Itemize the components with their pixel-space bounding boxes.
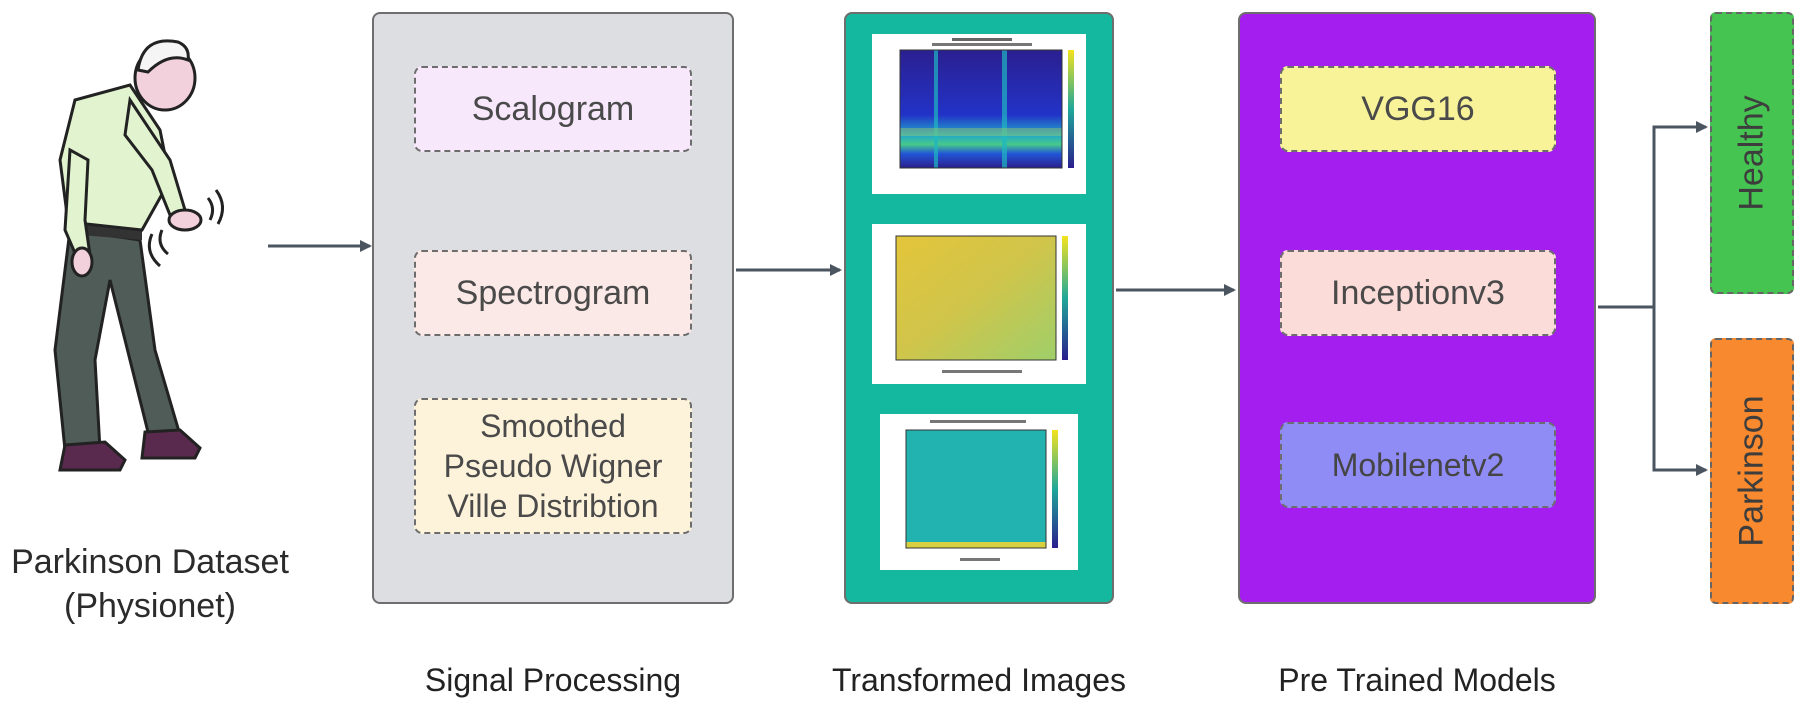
signal-processing-label: Signal Processing [424, 662, 682, 698]
dataset-label: Parkinson Dataset (Physionet) [0, 540, 300, 628]
transformed-images-label: Transformed Images [831, 662, 1127, 698]
dataset-label-line1: Parkinson Dataset [11, 543, 289, 581]
spectrogram-image [872, 224, 1086, 384]
spwvd-line2: Pseudo Wigner [443, 448, 663, 484]
scalogram-image [872, 34, 1086, 194]
pretrained-models-label: Pre Trained Models [1278, 662, 1556, 698]
scalogram-box: Scalogram [414, 66, 692, 152]
parkinson-output-box: Parkinson [1710, 338, 1794, 604]
dataset-label-line2: (Physionet) [64, 587, 236, 625]
inceptionv3-box: Inceptionv3 [1280, 250, 1556, 336]
vgg16-box: VGG16 [1280, 66, 1556, 152]
spectrogram-box: Spectrogram [414, 250, 692, 336]
arrow-models-to-outputs [1598, 121, 1708, 309]
healthy-output-box: Healthy [1710, 12, 1794, 294]
mobilenetv2-box: Mobilenetv2 [1280, 422, 1556, 508]
spwvd-line3: Ville Distribtion [447, 488, 659, 524]
spwvd-line1: Smoothed [480, 408, 626, 444]
elderly-person-tremor-icon [53, 39, 224, 472]
spwvd-box: Smoothed Pseudo Wigner Ville Distribtion [414, 398, 692, 534]
spwvd-image [880, 414, 1078, 570]
